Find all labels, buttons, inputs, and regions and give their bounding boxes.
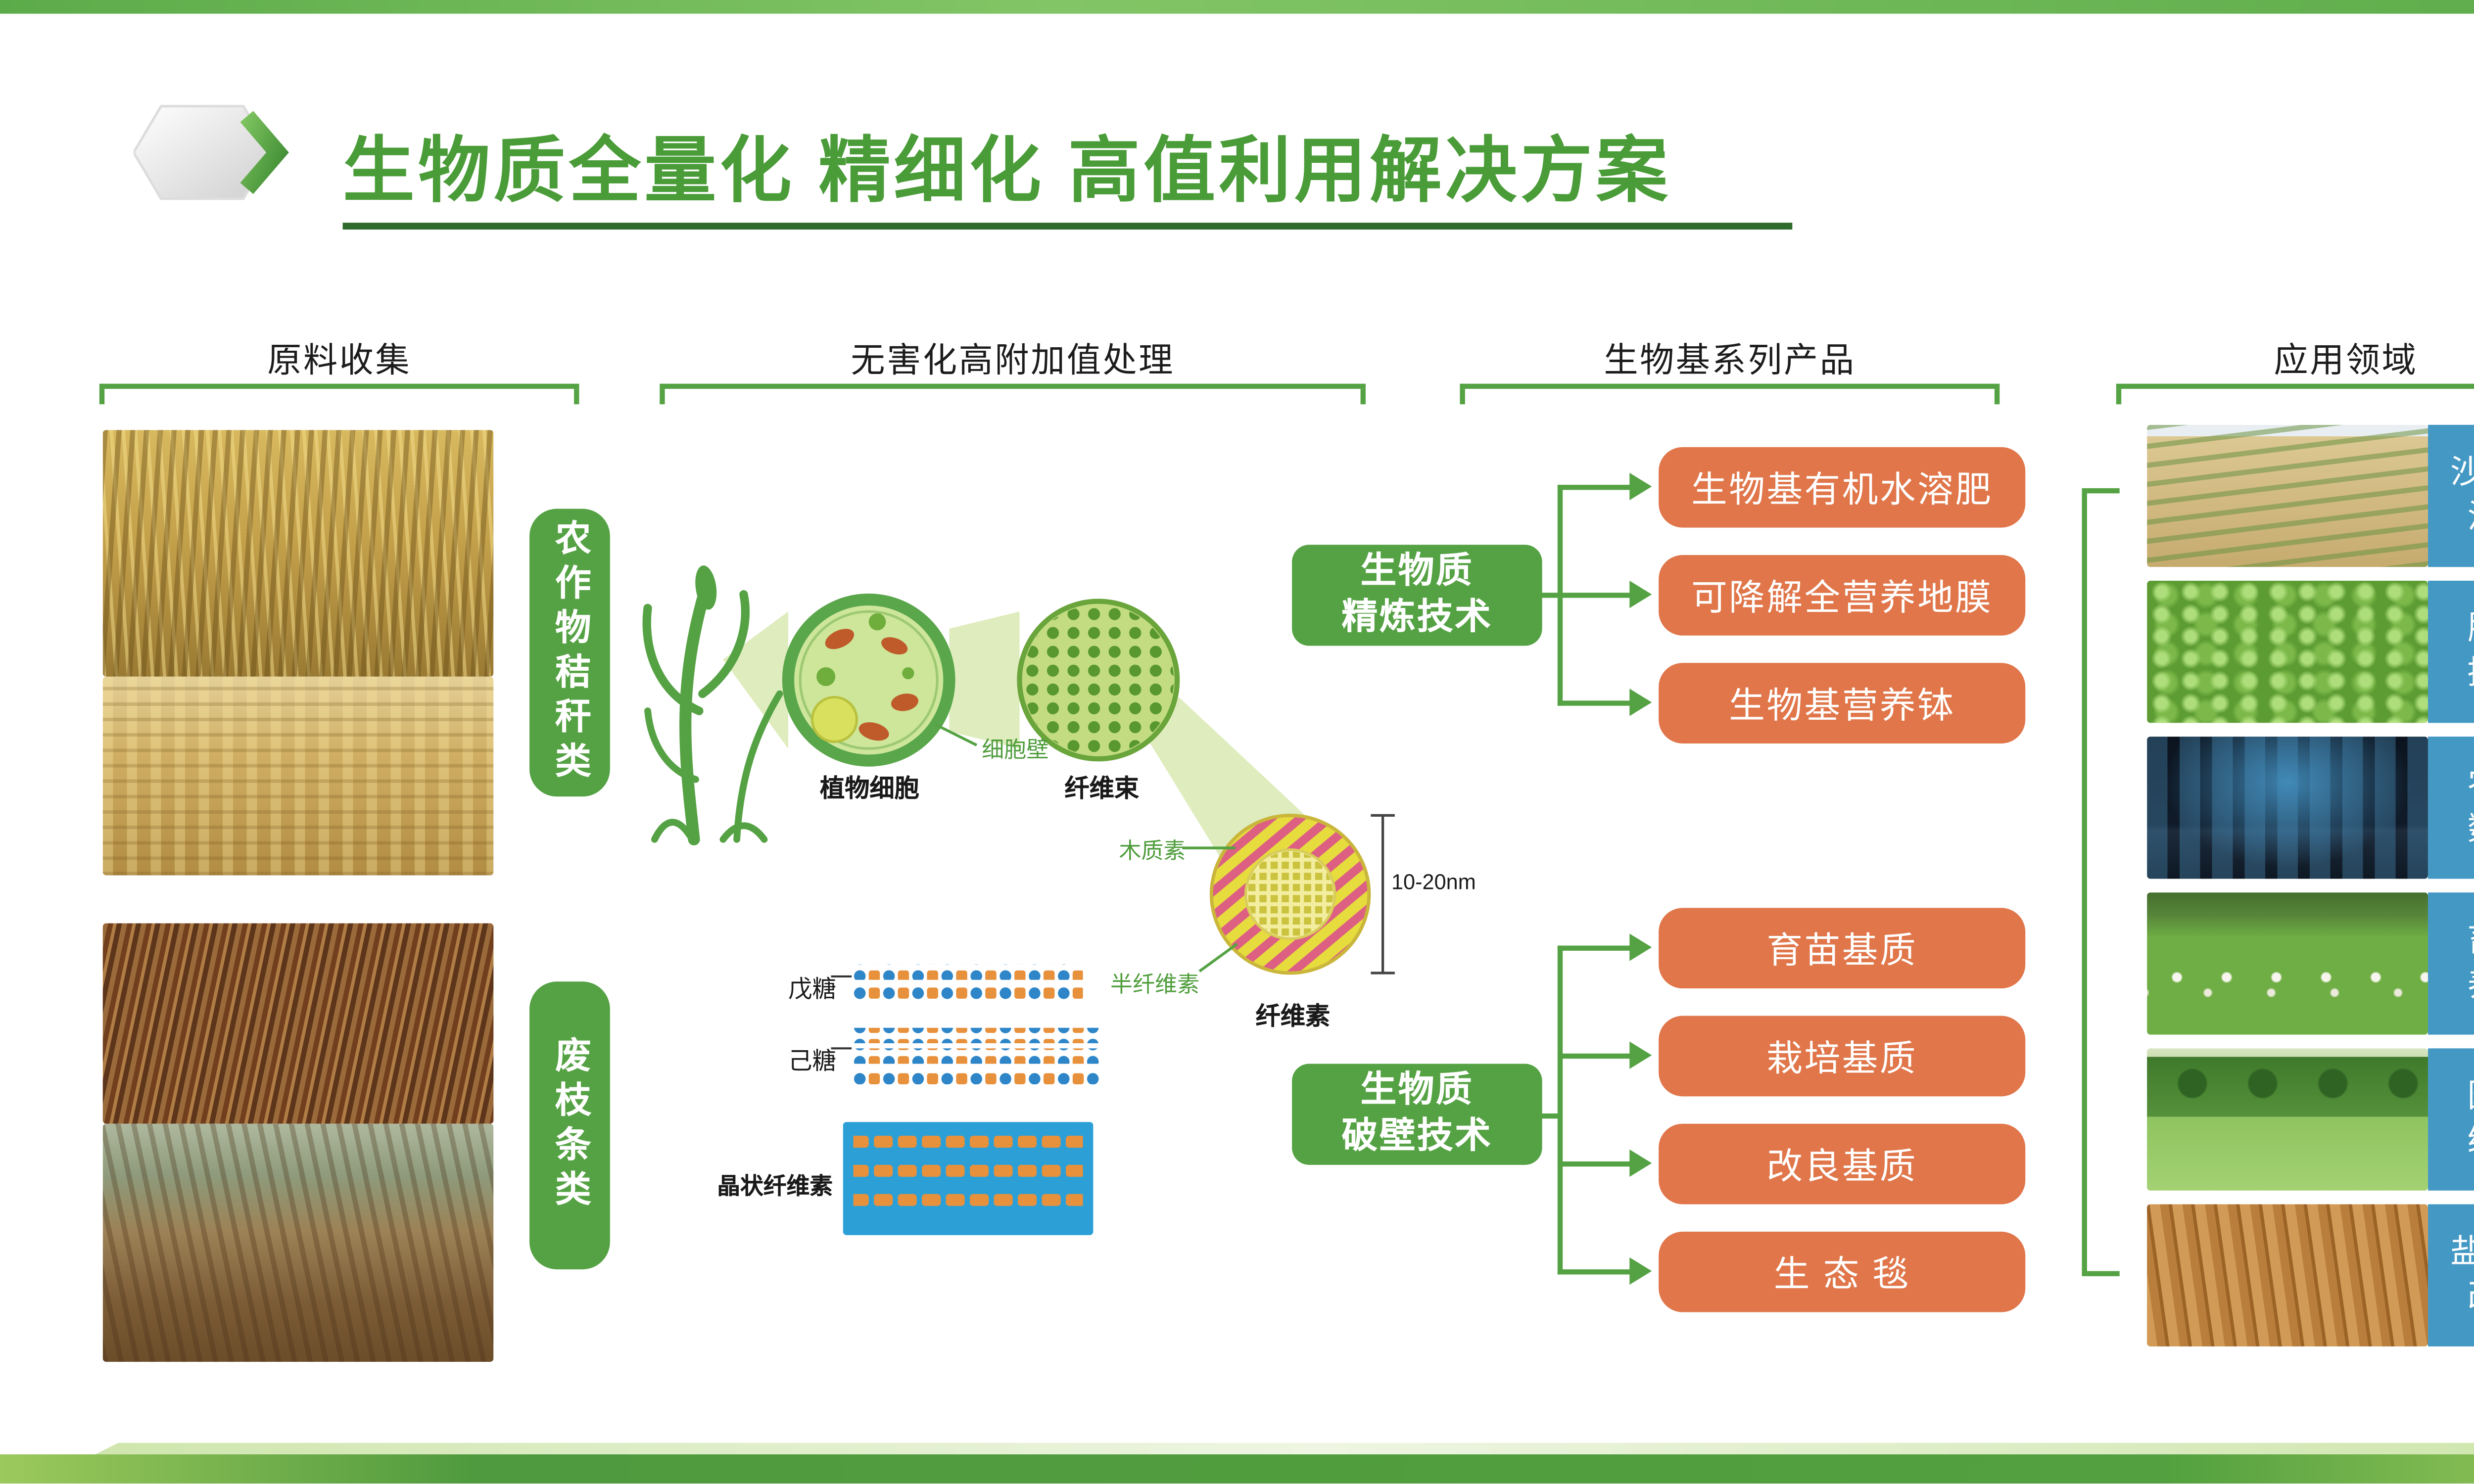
connector-line: [1557, 1161, 1633, 1167]
app-label-line: 农业: [2468, 764, 2474, 808]
bottom-light-band: [94, 1443, 2474, 1455]
category-waste-branches: 废枝条类: [529, 981, 610, 1270]
label-cell-wall: 细胞壁: [982, 737, 1049, 763]
label-pentose: 戊糖: [788, 974, 836, 1002]
connector-stub-refining: [1538, 593, 1561, 598]
plant-cell-illustration: [782, 593, 978, 767]
arrow-icon: [1629, 580, 1652, 608]
arrow-icon: [1629, 689, 1652, 716]
photo-branch-pile: [102, 923, 494, 1124]
tech-breaking-line1: 生物质: [1360, 1071, 1474, 1111]
plant-illustration: [642, 565, 783, 845]
label-hemicellulose: 半纤维素: [1110, 971, 1200, 997]
label-fiber-bundle: 纤维束: [1064, 776, 1140, 804]
header-products: 生物基系列产品: [1604, 342, 1856, 380]
arrow-icon: [1629, 933, 1652, 961]
bracket-processing: [660, 383, 1366, 410]
label-hexose: 己糖: [788, 1046, 836, 1074]
photo-pruned-branches: [102, 1123, 494, 1362]
product-nutrient-bowl: 生物基营养钵: [1659, 663, 2026, 743]
product-eco-blanket: 生 态 毯: [1659, 1231, 2026, 1312]
category-crop-straw: 农作物秸秆类: [529, 509, 610, 797]
connector-vertical-breaking: [1557, 945, 1563, 1275]
tech-box-breaking: 生物质 破壁技术: [1292, 1064, 1542, 1165]
applications-bracket: [2082, 488, 2125, 1276]
app-label-husbandry: 畜牧 养殖: [2428, 892, 2474, 1035]
app-label-fertility: 肥力 提升: [2428, 580, 2474, 723]
connector-stub-breaking: [1538, 1113, 1561, 1119]
photo-sheep-pasture: [2147, 892, 2428, 1035]
photo-data-screens: [2147, 737, 2428, 879]
crystal-cellulose-diagram: [843, 1122, 1094, 1235]
app-label-line: 盐碱地: [2450, 1231, 2474, 1275]
app-label-line: 沙漠化: [2450, 452, 2474, 496]
processing-diagram: [642, 565, 1395, 1235]
connector-line: [1557, 1269, 1633, 1275]
sugar-chain-diagram: [831, 964, 1100, 1085]
app-label-saline-improvement: 盐碱地 改良: [2428, 1204, 2474, 1346]
photo-straw-bales: [102, 676, 494, 876]
title-underline: [342, 223, 1793, 230]
app-label-line: 肥力: [2468, 608, 2474, 652]
label-cellulose: 纤维素: [1255, 1004, 1331, 1031]
photo-vegetable-field: [2147, 580, 2428, 723]
product-cultivation-substrate: 栽培基质: [1659, 1016, 2026, 1097]
arrow-icon: [1629, 1041, 1652, 1069]
label-crystal-cellulose: 晶状纤维素: [717, 1173, 833, 1200]
product-improvement-substrate: 改良基质: [1659, 1123, 2026, 1205]
app-label-agri-data: 农业 数据: [2428, 737, 2474, 879]
app-label-line: 养殖: [2468, 964, 2474, 1008]
photo-desert-control: [2147, 424, 2428, 567]
bracket-materials: [99, 383, 579, 410]
app-label-line: 数据: [2468, 808, 2474, 852]
connector-line: [1557, 1053, 1633, 1059]
app-label-landscaping: 园林 绿化: [2428, 1048, 2474, 1191]
app-label-line: 畜牧: [2468, 920, 2474, 964]
product-water-soluble-fertilizer: 生物基有机水溶肥: [1659, 447, 2026, 528]
header-applications: 应用领域: [2274, 342, 2418, 380]
connector-line: [1557, 593, 1633, 598]
arrow-icon: [1629, 1257, 1652, 1285]
arrow-icon: [1629, 1149, 1652, 1177]
photo-garden-greening: [2147, 1048, 2428, 1191]
product-seedling-substrate: 育苗基质: [1659, 908, 2026, 989]
size-bracket: [1371, 814, 1395, 974]
header-materials: 原料收集: [267, 342, 412, 380]
app-label-line: 改良: [2468, 1275, 2474, 1319]
arrow-icon: [1629, 472, 1652, 501]
connector-line: [1557, 945, 1633, 951]
app-label-line: 园林: [2468, 1075, 2474, 1119]
app-label-desertification: 沙漠化 治理: [2428, 424, 2474, 567]
top-accent-bar: [0, 0, 2474, 14]
bottom-accent-bar: [0, 1455, 2474, 1484]
tech-refining-line1: 生物质: [1360, 552, 1474, 592]
fiber-bundle-illustration: [1017, 599, 1180, 762]
tech-refining-line2: 精炼技术: [1341, 597, 1493, 637]
header-processing: 无害化高附加值处理: [851, 342, 1175, 380]
app-label-line: 提升: [2468, 652, 2474, 696]
label-plant-cell: 植物细胞: [820, 776, 919, 804]
label-size: 10-20nm: [1391, 870, 1476, 894]
product-degradable-mulch-film: 可降解全营养地膜: [1659, 555, 2026, 636]
cellulose-fiber-illustration: [1182, 813, 1395, 975]
hexagon-icon: [134, 105, 289, 200]
bracket-applications: [2116, 383, 2474, 410]
tech-breaking-line2: 破壁技术: [1341, 1116, 1493, 1156]
connector-line: [1557, 700, 1633, 706]
photo-corn-stalks: [102, 430, 494, 677]
label-lignin: 木质素: [1119, 837, 1186, 864]
tech-box-refining: 生物质 精炼技术: [1292, 545, 1542, 646]
photo-saline-soil: [2147, 1204, 2428, 1346]
page-title: 生物质全量化 精细化 高值利用解决方案: [342, 130, 1671, 211]
bracket-products: [1460, 383, 2000, 410]
app-label-line: 治理: [2468, 496, 2474, 540]
app-label-line: 绿化: [2468, 1119, 2474, 1163]
connector-line: [1557, 485, 1633, 490]
